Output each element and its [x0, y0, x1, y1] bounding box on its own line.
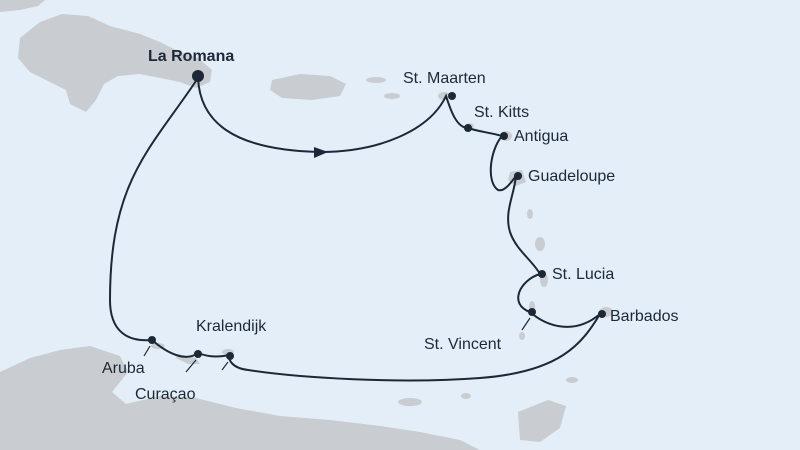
trinidad-landmass — [518, 400, 566, 442]
hispaniola-landmass — [18, 14, 212, 112]
port-label-guadeloupe: Guadeloupe — [528, 168, 616, 185]
virgin-islands — [366, 77, 386, 83]
port-label-st-kitts: St. Kitts — [474, 104, 530, 121]
port-label-st-lucia: St. Lucia — [552, 266, 615, 283]
port-label-st-maarten: St. Maarten — [403, 70, 486, 87]
st-vincent-marker — [528, 308, 536, 316]
direction-arrow-icon — [314, 147, 328, 158]
port-label-barbados: Barbados — [610, 308, 679, 325]
antigua-marker — [500, 132, 508, 140]
guadeloupe-marker — [514, 172, 522, 180]
port-label-antigua: Antigua — [514, 128, 569, 145]
south-america-landmass — [0, 346, 480, 450]
la-romana-marker — [192, 70, 204, 82]
port-label-st-vincent: St. Vincent — [424, 336, 502, 353]
barbados-marker — [598, 310, 606, 318]
port-markers — [148, 70, 606, 360]
kralendijk-marker — [226, 352, 234, 360]
leader-lines — [143, 317, 531, 373]
st-maarten-marker — [448, 92, 456, 100]
st-kitts-marker — [464, 124, 472, 132]
home-port-label: La Romana — [148, 48, 235, 65]
port-label-kralendijk: Kralendijk — [196, 318, 267, 335]
aruba-marker — [148, 336, 156, 344]
curacao-marker — [194, 350, 202, 358]
port-label-curacao: Curaçao — [135, 386, 196, 403]
cuba-landmass — [0, 0, 45, 12]
puerto-rico-landmass — [270, 74, 346, 100]
port-label-aruba: Aruba — [102, 360, 145, 377]
st-lucia-marker — [538, 270, 546, 278]
